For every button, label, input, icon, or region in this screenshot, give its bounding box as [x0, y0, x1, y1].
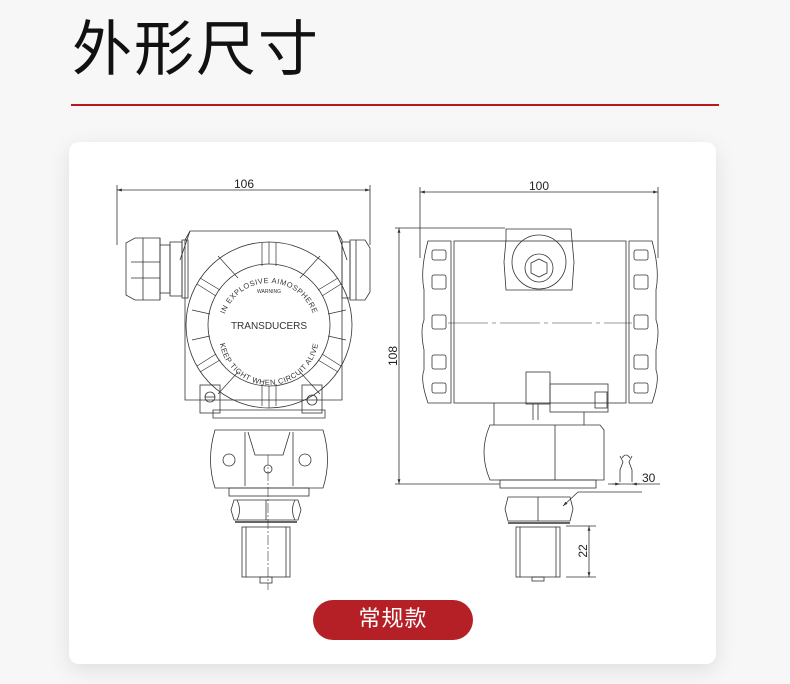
svg-text:KEEP TIGHT WHEN CIRCUIT ALIVE: KEEP TIGHT WHEN CIRCUIT ALIVE — [218, 342, 321, 387]
svg-text:IN EXPLOSIVE AIMOSPHERE: IN EXPLOSIVE AIMOSPHERE — [218, 276, 320, 315]
front-width-label: 106 — [234, 177, 254, 191]
page-title: 外形尺寸 — [72, 15, 320, 85]
cover-bottom-text: KEEP TIGHT WHEN CIRCUIT ALIVE — [218, 342, 320, 387]
cover-center-text: TRANSDUCERS — [231, 321, 307, 332]
side-height-label: 108 — [386, 346, 400, 366]
variant-standard-button[interactable]: 常规款 — [313, 600, 473, 640]
front-view: 106 — [116, 177, 371, 590]
side-width-label: 100 — [529, 179, 549, 193]
side-view: 100 108 — [386, 179, 660, 582]
cover-top-text: IN EXPLOSIVE AIMOSPHERE — [218, 276, 319, 315]
thread-length-label: 22 — [576, 544, 590, 558]
wrench-size-label: 30 — [642, 471, 656, 485]
title-divider — [71, 104, 719, 106]
cover-warning-text: WARNING — [257, 289, 281, 295]
